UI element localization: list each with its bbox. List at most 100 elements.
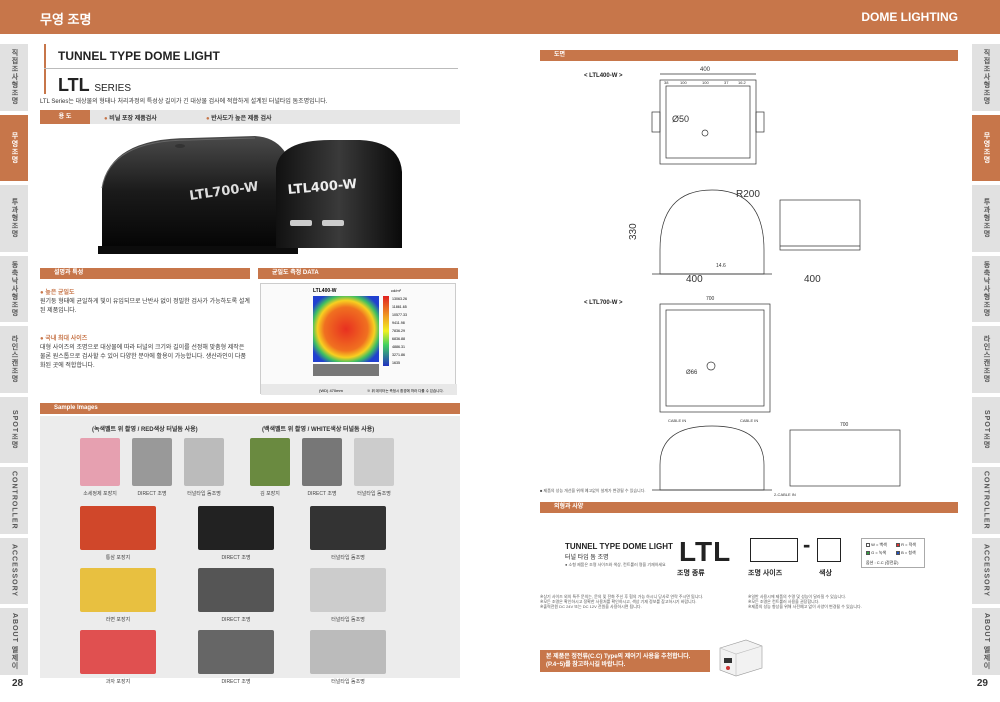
uniformity-legend-unit: cd/m²	[391, 288, 402, 293]
features-section-bar: 설명과 특성	[40, 268, 250, 279]
drawing-note: ■ 제품의 성능 개선을 위해 예고없이 설계가 변경될 수 있습니다.	[540, 488, 646, 493]
usage-bar	[40, 110, 460, 124]
side-tab[interactable]: CONTROLLER	[972, 467, 1000, 536]
drawing-model-1: < LTL400-W >	[584, 73, 623, 79]
legend-value: 13063.26	[392, 297, 407, 301]
sample-caption: DIRECT 조명	[137, 491, 167, 497]
uniformity-model: LTL400-W	[313, 288, 337, 294]
sample-caption: 과자 포장지	[105, 679, 131, 685]
usage-tag: 용 도	[40, 110, 90, 124]
top-dim-4: 37	[724, 80, 729, 85]
side-tab[interactable]: 라인스캔조명	[972, 326, 1000, 395]
dim-radius-1: R200	[736, 189, 760, 200]
product-photo: LTL700-W LTL400-W	[98, 136, 402, 254]
uniformity-legend-values: 13063.2611861.6510577.339411.987836.2968…	[392, 297, 407, 365]
controller-photo	[719, 639, 763, 677]
model-label-400: LTL400-W	[287, 177, 358, 198]
dim-bottom-1: 400	[686, 274, 703, 285]
samples-group-right: (백색벨트 위 촬영 / WHITE색상 터널돔 사용)	[262, 427, 375, 433]
technical-drawing: 400 Ø50 R200 330 400 14.6 400 700 Ø66 70…	[628, 67, 901, 497]
side-tab[interactable]: 직접조사형조명	[972, 44, 1000, 113]
uniformity-section-bar: 균일도 측정 DATA	[258, 268, 458, 279]
side-tab[interactable]: 투과형조명	[972, 185, 1000, 254]
page-number-right: 29	[976, 678, 988, 689]
label-color: 색상	[819, 570, 832, 577]
page-number-left: 28	[12, 678, 24, 689]
side-tab[interactable]: 동축낙사형조명	[972, 255, 1000, 324]
side-tab[interactable]: 무영조명	[972, 114, 1000, 183]
sample-thumb	[184, 438, 224, 486]
sample-caption: DIRECT 조명	[221, 679, 251, 685]
dim-hole-1: Ø50	[672, 114, 689, 124]
samples-section-bar: Sample Images	[40, 403, 460, 414]
sample-caption: 터널타입 돔조명	[357, 491, 391, 497]
sample-thumb	[80, 438, 120, 486]
samples-panel: (녹색벨트 위 촬영 / RED색상 터널돔 사용) (백색벨트 위 촬영 / …	[40, 416, 460, 685]
side-tab[interactable]: 라인스캔조명	[0, 326, 28, 395]
ordering-subtitle: 터널 타입 돔 조명	[565, 555, 609, 561]
sample-thumb	[250, 438, 290, 486]
series-sub: SERIES	[94, 83, 132, 94]
feature-heading-1: ● 높은 균일도	[40, 290, 75, 296]
ordering-section-bar: 외형과 사양	[540, 502, 958, 513]
side-tab[interactable]: CONTROLLER	[0, 467, 28, 536]
sample-caption: 라면 포장지	[105, 617, 131, 623]
legend-value: 10577.33	[392, 313, 407, 317]
dim-small-1: 14.6	[716, 263, 726, 269]
dim-width-2: 700	[706, 296, 715, 302]
side-tab[interactable]: SPOT조명	[0, 396, 28, 465]
side-tab[interactable]: ABOUT 엘제이	[0, 608, 28, 677]
side-tab[interactable]: 직접조사형조명	[0, 44, 28, 113]
sample-thumb	[310, 568, 386, 612]
color-note: 옵션 : C.C (정전류)	[866, 560, 899, 565]
size-box	[750, 538, 798, 562]
ordering-small-note: ● 소형 제품은 조명 사이즈와 색상, 컨트롤러 명을 기재하세요	[565, 562, 666, 567]
header-bar: 무영 조명 DOME LIGHTING	[0, 0, 1000, 34]
feature-text-1: 원기둥 형태에 균일하게 빛이 유입되므로 난반사 없이 정밀한 검사가 가능하…	[40, 299, 250, 314]
cable-label-3: 2-CABLE IN	[774, 492, 796, 497]
footnotes-right: ※일반 사용시에 제품의 수명 및 성능이 달라질 수 있습니다. ※모든 조명…	[748, 594, 862, 609]
sample-caption: 터널타입 돔조명	[331, 617, 365, 623]
label-size: 조명 사이즈	[748, 570, 783, 577]
header-right-title: DOME LIGHTING	[861, 10, 958, 24]
legend-value: 7836.29	[392, 329, 405, 333]
dim-height-1: 330	[628, 223, 639, 240]
legend-value: 6836.88	[392, 337, 405, 341]
sample-thumb	[302, 438, 342, 486]
side-tab[interactable]: 투과형조명	[0, 185, 28, 254]
sample-caption: 터널타입 돔조명	[331, 679, 365, 685]
dim-hole-2: Ø66	[686, 370, 698, 376]
sample-caption: 터널타입 돔조명	[187, 491, 221, 497]
product-title: TUNNEL TYPE DOME LIGHT	[58, 49, 220, 63]
feature-heading-2: ● 국내 최대 사이즈	[40, 336, 88, 342]
sample-caption: 김 포장지	[260, 491, 280, 497]
color-box	[817, 538, 841, 562]
title-divider	[44, 68, 458, 69]
drawing-model-2: < LTL700-W >	[584, 300, 623, 306]
color-option: R = 적색	[896, 542, 916, 548]
side-tab[interactable]: 동축낙사형조명	[0, 255, 28, 324]
sample-caption: DIRECT 조명	[307, 491, 337, 497]
side-tab[interactable]: 무영조명	[0, 114, 28, 183]
uniformity-footer-left: (WD) 470mm	[319, 388, 343, 393]
cable-label-2: CABLE IN	[740, 418, 758, 423]
recommend-banner: 본 제품은 정전류(C.C) Type의 제어기 사용을 추천합니다. (P.4…	[540, 650, 710, 672]
side-tab[interactable]: SPOT조명	[972, 396, 1000, 465]
side-tab[interactable]: ABOUT 엘제이	[972, 608, 1000, 677]
top-dim-5: 16.2	[738, 80, 747, 85]
sample-thumb	[310, 506, 386, 550]
side-tab[interactable]: ACCESSORY	[972, 537, 1000, 606]
series-main: LTL	[58, 75, 90, 95]
header-left-title: 무영 조명	[40, 12, 92, 27]
footnotes-left: ※상기 사이즈 외의 특주 문의는, 문의 및 전화 주신 후 협의 가능 하시…	[540, 594, 704, 609]
sample-thumb	[198, 506, 274, 550]
sample-caption: 통삼 포장지	[105, 555, 131, 561]
samples-group-left: (녹색벨트 위 촬영 / RED색상 터널돔 사용)	[92, 427, 198, 433]
uniformity-heatmap: LTL400-W cd/m² 13063.2611861.6510577.339…	[261, 288, 457, 395]
series-title: LTL SERIES	[58, 75, 131, 96]
ordering-schema: TUNNEL TYPE DOME LIGHT 터널 타입 돔 조명 ● 소형 제…	[555, 522, 935, 588]
drawing-section-bar: 도면	[540, 50, 958, 61]
legend-value: 3271.86	[392, 353, 405, 357]
side-tab[interactable]: ACCESSORY	[0, 537, 28, 606]
